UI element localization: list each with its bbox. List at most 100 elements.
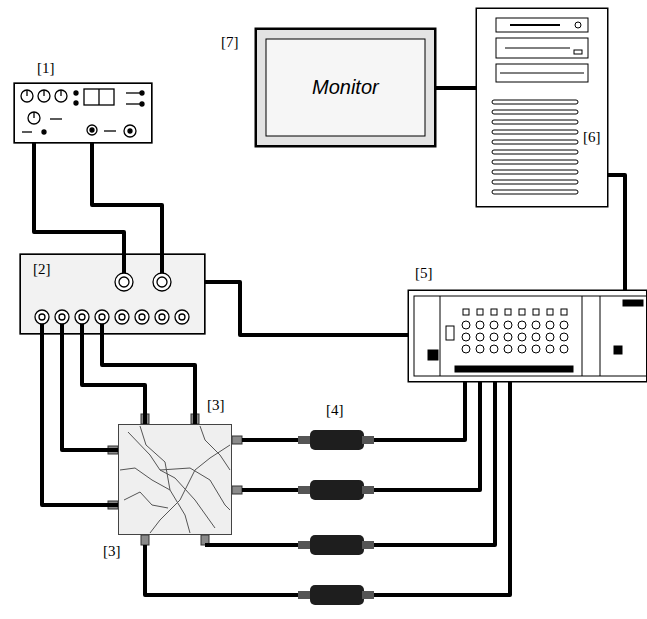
vents bbox=[492, 100, 578, 194]
screen-text: Monitor bbox=[312, 76, 379, 99]
sensor-wire bbox=[242, 488, 298, 492]
cable-stub bbox=[40, 324, 44, 334]
cable-stub bbox=[80, 324, 84, 334]
knob bbox=[38, 90, 50, 102]
slot-divider bbox=[600, 296, 601, 376]
channel-led bbox=[561, 309, 567, 315]
channel-led bbox=[547, 309, 553, 315]
sensor bbox=[232, 436, 242, 444]
preamplifier bbox=[298, 430, 374, 450]
crack bbox=[160, 468, 230, 510]
preamp-plug bbox=[362, 436, 374, 444]
callout-number: [1] bbox=[37, 60, 55, 77]
knob-mark bbox=[33, 112, 34, 118]
monitor: [7]Monitor bbox=[255, 28, 436, 147]
preamp-plug bbox=[362, 541, 374, 549]
switch bbox=[126, 103, 140, 104]
card-port bbox=[446, 326, 454, 340]
channel-jack bbox=[518, 321, 526, 329]
input-jack bbox=[153, 273, 171, 291]
channel-jack bbox=[476, 321, 484, 329]
sensor-wire bbox=[205, 543, 298, 547]
acquisition-rack: [5] bbox=[408, 290, 647, 382]
monitor-screen bbox=[255, 28, 436, 147]
channel-jack bbox=[462, 321, 470, 329]
crack bbox=[120, 468, 170, 490]
cable bbox=[34, 143, 124, 254]
output-jack-pin bbox=[128, 129, 132, 133]
monitor-glass bbox=[266, 39, 425, 136]
bay-slot bbox=[500, 73, 584, 74]
preamp-plug bbox=[298, 486, 312, 494]
output-jack bbox=[95, 310, 109, 324]
output-jack bbox=[75, 310, 89, 324]
channel-jacks bbox=[462, 309, 568, 353]
channel-jack bbox=[490, 321, 498, 329]
channel-jack bbox=[518, 333, 526, 341]
crack bbox=[140, 426, 190, 533]
switch-tip bbox=[140, 91, 144, 95]
output-jack bbox=[87, 125, 97, 135]
crack bbox=[200, 426, 230, 470]
knob bbox=[55, 90, 67, 102]
cable-stub bbox=[100, 324, 104, 334]
channel-jack bbox=[532, 333, 540, 341]
callout-number: [6] bbox=[583, 129, 601, 146]
slot-divider bbox=[582, 296, 583, 376]
vent bbox=[492, 190, 578, 194]
knob-mark bbox=[60, 90, 61, 96]
vent bbox=[492, 100, 578, 104]
bay-slot bbox=[505, 48, 570, 49]
channel-jack bbox=[546, 321, 554, 329]
rack-inner-frame bbox=[414, 296, 647, 376]
cable-stub bbox=[160, 254, 164, 274]
preamplifier bbox=[298, 480, 374, 500]
output-jack-ring bbox=[39, 314, 45, 320]
vent bbox=[492, 140, 578, 144]
led bbox=[74, 101, 78, 105]
specimen-face bbox=[118, 424, 232, 535]
cable bbox=[205, 282, 408, 335]
cable-stub bbox=[122, 254, 126, 274]
preamplifier bbox=[298, 585, 374, 605]
preamp-wire bbox=[374, 382, 510, 595]
output-jack-ring bbox=[59, 314, 65, 320]
drive-bay bbox=[496, 18, 588, 32]
cable bbox=[102, 334, 195, 424]
distribution-box: [2] bbox=[20, 254, 205, 334]
sensors bbox=[108, 414, 242, 545]
input-jack-ring bbox=[119, 277, 129, 287]
output-jack-ring bbox=[79, 314, 85, 320]
channel-jack bbox=[504, 345, 512, 353]
sensor-wire bbox=[145, 545, 298, 595]
monitor-frame bbox=[255, 28, 436, 147]
output-jack bbox=[155, 310, 169, 324]
output-jack-ring bbox=[139, 314, 145, 320]
preamp-body bbox=[310, 480, 364, 500]
channel-jack bbox=[504, 333, 512, 341]
output-jack-ring bbox=[99, 314, 105, 320]
channel-jack bbox=[532, 345, 540, 353]
channel-jack bbox=[560, 345, 568, 353]
vent bbox=[492, 120, 578, 124]
preamp-plug bbox=[298, 591, 312, 599]
switch-tip bbox=[140, 102, 144, 106]
output-jack-ring bbox=[159, 314, 165, 320]
signal-wires bbox=[145, 382, 510, 595]
channel-led bbox=[533, 309, 539, 315]
preamp-body bbox=[310, 430, 364, 450]
preamp-plug bbox=[298, 436, 312, 444]
led bbox=[74, 91, 78, 95]
power-button bbox=[575, 22, 581, 28]
callout-number: [3] bbox=[207, 397, 225, 414]
input-jack-ring bbox=[157, 277, 167, 287]
pc-port bbox=[614, 346, 622, 354]
eject-button bbox=[574, 50, 582, 54]
switch bbox=[104, 130, 116, 131]
channel-jack bbox=[462, 333, 470, 341]
preamp-body bbox=[310, 535, 364, 555]
display bbox=[84, 89, 114, 105]
channel-led bbox=[477, 309, 483, 315]
output-jack bbox=[115, 310, 129, 324]
